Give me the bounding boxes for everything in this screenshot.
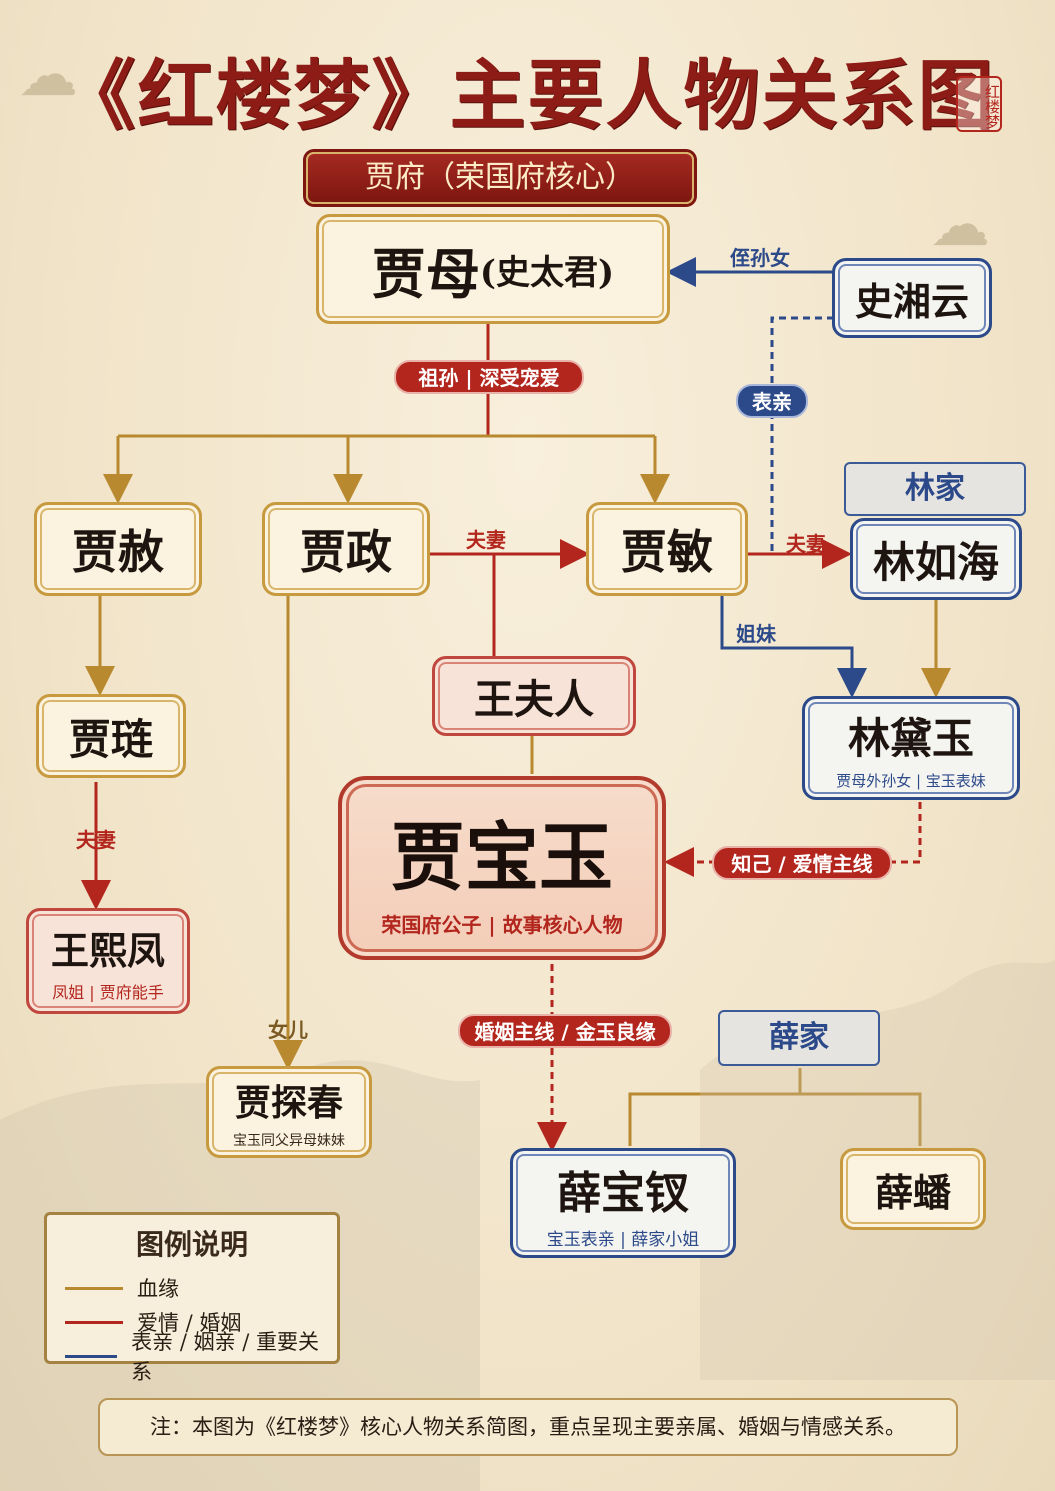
node-jiabaoyu-name: 贾宝玉 (391, 815, 613, 901)
line-jiamin-daiyu (720, 596, 867, 698)
line-daiyu-baoyu (664, 802, 922, 877)
legend-row-love: 爱情 / 婚姻 (65, 1305, 319, 1339)
node-wangfuren[interactable]: 王夫人 (432, 656, 636, 736)
edge-label-fuqi-jialian: 夫妻 (76, 828, 116, 852)
legend-label-kin: 表亲 / 姻亲 / 重要关系 (131, 1330, 320, 1384)
legend-label-love: 爱情 / 婚姻 (137, 1311, 242, 1335)
node-xuebaochai[interactable]: 薛宝钗 宝玉表亲 | 薛家小姐 (510, 1148, 736, 1258)
legend: 图例说明 血缘 爱情 / 婚姻 表亲 / 姻亲 / 重要关系 (44, 1212, 340, 1384)
legend-line-love (65, 1320, 123, 1324)
node-wangfuren-name: 王夫人 (474, 676, 594, 723)
legend-row-blood: 血缘 (65, 1271, 319, 1305)
node-wangxifeng-sub: 凤姐 | 贾府能手 (52, 982, 164, 1002)
node-jiatanchun-name: 贾探春 (234, 1082, 343, 1124)
legend-line-kin (65, 1354, 118, 1358)
node-jiatanchun[interactable]: 贾探春 宝玉同父异母妹妹 (206, 1066, 372, 1158)
edge-label-nver: 女儿 (268, 1018, 308, 1042)
node-jialian[interactable]: 贾琏 (36, 694, 186, 778)
node-jiabaoyu-sub: 荣国府公子 | 故事核心人物 (381, 913, 623, 937)
pill-biaoqin: 表亲 (736, 384, 808, 418)
node-xuepan[interactable]: 薛蟠 (840, 1148, 986, 1230)
node-linruhai[interactable]: 林如海 (850, 518, 1022, 600)
node-jiamin-name: 贾敏 (621, 525, 713, 579)
pill-hunyin: 婚姻主线 / 金玉良缘 (458, 1014, 672, 1048)
legend-line-blood (65, 1286, 123, 1290)
edge-label-zhisunnv: 侄孙女 (730, 246, 790, 270)
family-tag-xue: 薛家 (718, 1010, 880, 1066)
node-lindaiyu-sub: 贾母外孙女 | 宝玉表妹 (836, 772, 986, 790)
node-jiatanchun-sub: 宝玉同父异母妹妹 (233, 1133, 345, 1149)
node-jiazheng-name: 贾政 (300, 525, 392, 579)
node-wangxifeng-name: 王熙凤 (50, 927, 165, 973)
line-xue-family (628, 1068, 922, 1146)
node-xuebaochai-name: 薛宝钗 (557, 1167, 689, 1219)
node-jiamu[interactable]: 贾母 (史太君) (316, 214, 670, 324)
page-title: 《红楼梦》主要人物关系图 (59, 51, 996, 140)
node-jiashe-name: 贾赦 (72, 525, 164, 579)
cloud-decoration-right: ☁ (930, 190, 990, 260)
node-xuepan-name: 薛蟠 (874, 1169, 951, 1215)
node-linruhai-name: 林如海 (872, 537, 999, 587)
edge-label-fuqi-jiamin: 夫妻 (786, 532, 826, 556)
legend-label-blood: 血缘 (137, 1277, 179, 1301)
legend-row-kin: 表亲 / 姻亲 / 重要关系 (65, 1330, 319, 1384)
node-lindaiyu[interactable]: 林黛玉 贾母外孙女 | 宝玉表妹 (802, 696, 1020, 800)
edge-label-fuqi-jiazheng: 夫妻 (466, 528, 506, 552)
node-jiamu-name: 贾母 (371, 241, 480, 306)
legend-title: 图例说明 (135, 1228, 248, 1261)
family-tag-lin: 林家 (844, 462, 1026, 516)
node-xuebaochai-sub: 宝玉表亲 | 薛家小姐 (546, 1229, 700, 1250)
node-jiamin[interactable]: 贾敏 (586, 502, 748, 596)
node-jiazheng[interactable]: 贾政 (262, 502, 430, 596)
seal-stamp: 红楼梦 (956, 76, 1002, 132)
node-shixiangyun[interactable]: 史湘云 (832, 258, 992, 338)
cloud-decoration-left: ☁ (18, 40, 78, 110)
pill-zusun: 祖孙 | 深受宠爱 (394, 360, 584, 394)
footer-note: 注：本图为《红楼梦》核心人物关系简图，重点呈现主要亲属、婚姻与情感关系。 (98, 1398, 958, 1456)
line-shixiangyun-dashed (770, 316, 834, 556)
node-jiamu-extra: (史太君) (479, 252, 615, 293)
node-jiabaoyu[interactable]: 贾宝玉 荣国府公子 | 故事核心人物 (338, 776, 666, 960)
node-jialian-name: 贾琏 (68, 714, 153, 764)
node-wangxifeng[interactable]: 王熙凤 凤姐 | 贾府能手 (26, 908, 190, 1014)
node-shixiangyun-name: 史湘云 (854, 278, 969, 324)
pill-zhiji: 知己 / 爱情主线 (712, 846, 892, 880)
house-banner: 贾府（荣国府核心） (306, 152, 694, 204)
edge-label-jiemei: 姐妹 (736, 622, 776, 646)
node-lindaiyu-name: 林黛玉 (847, 714, 974, 763)
node-jiashe[interactable]: 贾赦 (34, 502, 202, 596)
